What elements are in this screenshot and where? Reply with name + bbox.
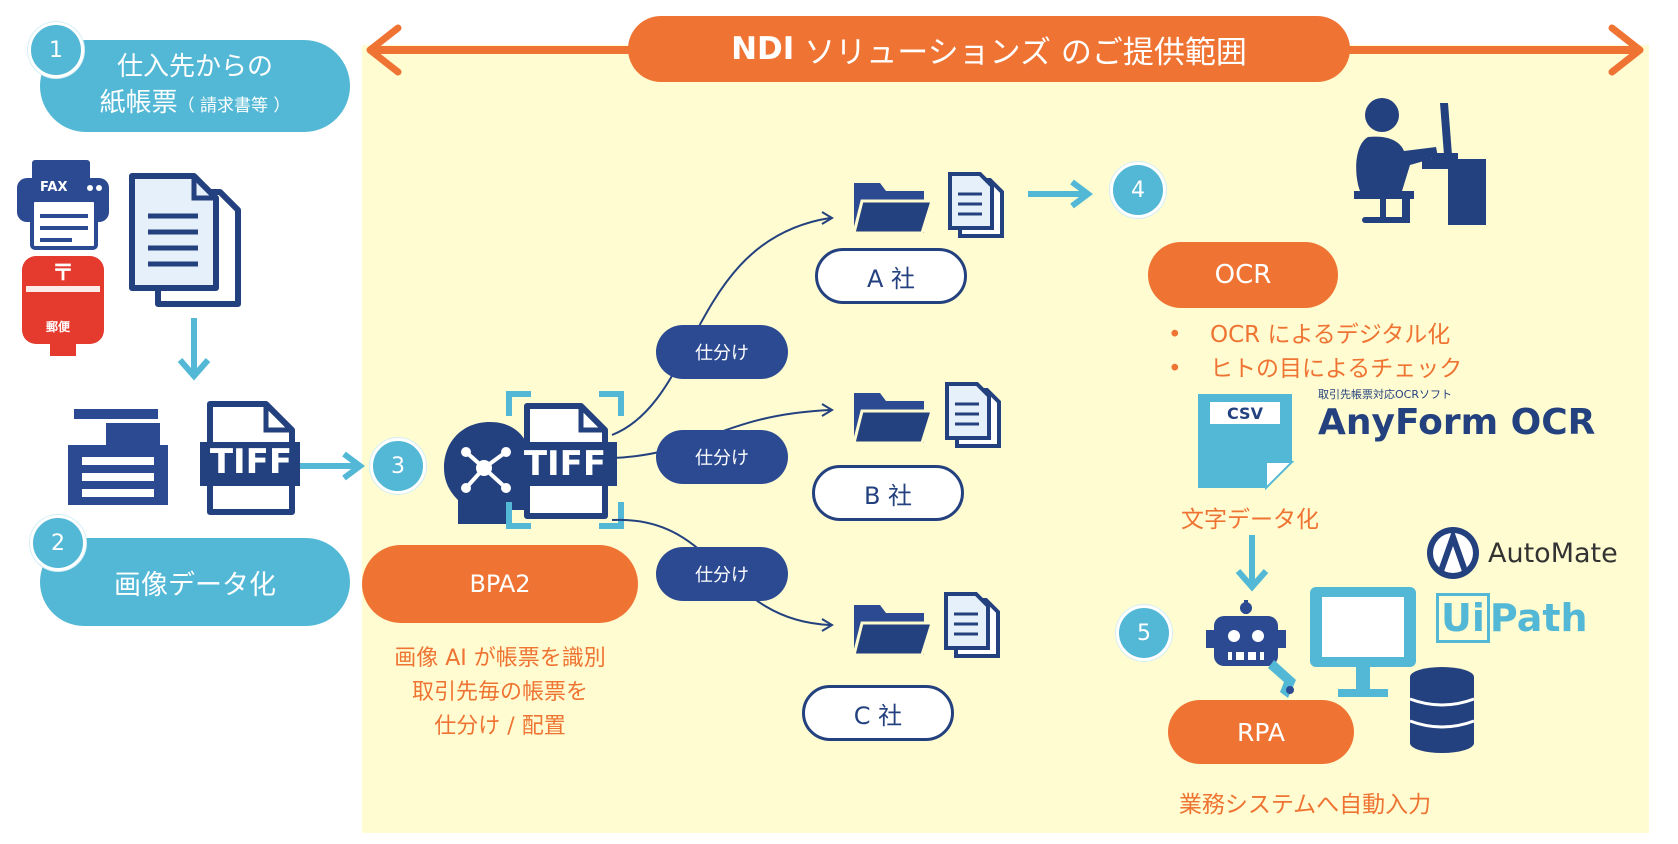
company-b-folder-icon: [852, 393, 935, 445]
ocr-bullet-1-row: • OCR によるデジタル化: [1168, 318, 1462, 352]
company-b-label: B 社: [863, 481, 913, 510]
tiff-label-step2: TIFF: [209, 442, 293, 482]
step3-desc3: 仕分け / 配置: [434, 714, 566, 739]
bullet-icon: •: [1168, 356, 1182, 382]
company-c-folder-icon: [852, 605, 935, 657]
automate-logo: AutoMate: [1488, 538, 1618, 569]
sort-text-2: 仕分け: [695, 448, 749, 469]
step5-caption: 業務システムへ自動入力: [1178, 792, 1432, 818]
scope-title-text: ソリューションズ のご提供範囲: [804, 34, 1247, 71]
company-a-tag: A 社: [815, 248, 967, 304]
office-worker-icon: [1354, 98, 1486, 225]
step1-number: 1: [28, 22, 84, 78]
step2-label: 画像データ化: [114, 569, 276, 601]
arrow-down-rpa-icon: [1235, 535, 1269, 592]
step4-number: 4: [1110, 162, 1166, 218]
step5-label: RPA: [1237, 717, 1285, 747]
sort-text-1: 仕分け: [695, 343, 749, 364]
csv-caption: 文字データ化: [1181, 507, 1319, 533]
step2-image-digitization: 画像データ化: [40, 538, 350, 626]
automate-logo-icon: [1427, 527, 1479, 579]
step1-line1: 仕入先からの: [116, 51, 273, 82]
company-b-tag: B 社: [812, 465, 964, 521]
company-b-document-icon: [945, 382, 1001, 448]
step5-number: 5: [1116, 605, 1172, 661]
uipath-logo-ui: Ui: [1436, 593, 1490, 643]
step4-ocr: OCR: [1148, 242, 1338, 308]
database-icon: [1409, 667, 1475, 753]
ocr-bullet-2-row: • ヒトの目によるチェック: [1168, 352, 1462, 386]
company-a-label: A 社: [866, 264, 916, 293]
uipath-logo-path: Path: [1489, 596, 1588, 640]
arrow-right-icon: [300, 451, 365, 481]
scanner-icon: [68, 409, 168, 505]
tiff-label-step3: TIFF: [523, 444, 607, 484]
sort-label-2: 仕分け: [656, 430, 788, 484]
robot-icon: [1206, 600, 1296, 698]
step5-rpa: RPA: [1168, 700, 1354, 764]
anyform-logo: AnyForm OCR: [1318, 402, 1596, 443]
step2-number: 2: [30, 515, 86, 571]
step1-paper-forms: 仕入先からの 紙帳票（ 請求書等 ）: [40, 40, 350, 132]
arrow-to-ocr-icon: [1028, 179, 1093, 209]
tiff-file-icon: [200, 401, 300, 515]
step1-line2-small: （ 請求書等 ）: [177, 95, 291, 116]
sort-text-3: 仕分け: [695, 565, 749, 586]
scope-title: NDI ソリューションズ のご提供範囲: [628, 16, 1350, 82]
company-a-folder-icon: [852, 183, 935, 235]
step3-number: 3: [370, 438, 426, 494]
step3-desc2: 取引先毎の帳票を: [411, 680, 588, 705]
csv-file-icon: [1198, 394, 1295, 491]
step3-label: BPA2: [469, 570, 531, 598]
scope-title-brand: NDI: [731, 31, 795, 67]
tiff-scan-frame-icon: [506, 391, 624, 529]
company-c-document-icon: [944, 592, 1000, 658]
step1-line2: 紙帳票: [99, 87, 178, 118]
step3-description: 画像 AI が帳票を識別 取引先毎の帳票を 仕分け / 配置: [362, 642, 638, 744]
monitor-icon: [1310, 587, 1416, 697]
company-c-label: C 社: [853, 701, 903, 730]
bullet-icon: •: [1168, 322, 1182, 348]
post-label: 郵便: [46, 320, 71, 334]
fax-label: FAX: [40, 180, 68, 195]
documents-icon: [129, 173, 241, 307]
sort-label-1: 仕分け: [656, 325, 788, 379]
ocr-bullet-2: ヒトの目によるチェック: [1210, 356, 1463, 382]
company-a-document-icon: [948, 172, 1004, 238]
anyform-subtitle: 取引先帳票対応OCRソフト: [1318, 388, 1452, 401]
step1-line2-wrap: 紙帳票（ 請求書等 ）: [100, 85, 291, 124]
postbox-icon: 〒: [22, 256, 104, 356]
sort-label-3: 仕分け: [656, 547, 788, 601]
ocr-bullet-1: OCR によるデジタル化: [1210, 322, 1451, 348]
ocr-bullets: • OCR によるデジタル化 • ヒトの目によるチェック: [1168, 318, 1462, 386]
step3-desc1: 画像 AI が帳票を識別: [394, 646, 606, 671]
svg-text:〒: 〒: [52, 261, 74, 286]
step4-label: OCR: [1214, 260, 1272, 290]
step3-bpa2: BPA2: [362, 545, 638, 623]
company-c-tag: C 社: [802, 685, 954, 741]
fax-icon: [17, 160, 109, 250]
csv-label: CSV: [1227, 404, 1263, 423]
arrow-down-icon: [177, 318, 211, 381]
